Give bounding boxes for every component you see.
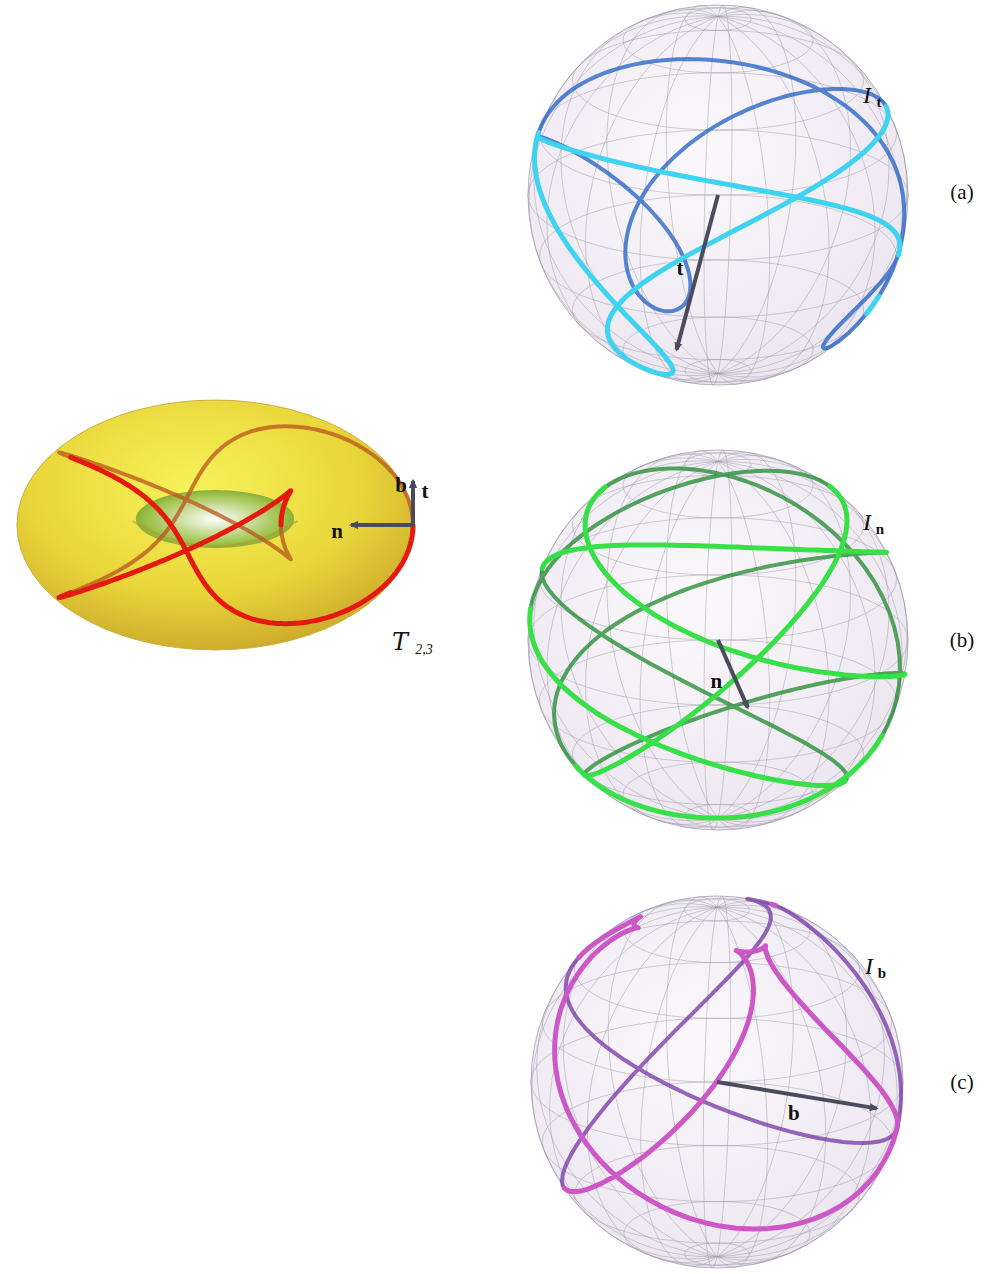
sphere bbox=[528, 450, 908, 830]
torus-knot bbox=[59, 457, 413, 623]
indicatrix-label: I bbox=[865, 954, 873, 978]
sphere-grid bbox=[550, 905, 885, 1259]
indicatrix-curve bbox=[530, 487, 905, 819]
frame-vector-arrow bbox=[718, 640, 748, 708]
knot-subscript: 2,3 bbox=[415, 643, 433, 657]
vector-label: t bbox=[676, 257, 683, 278]
tangent-arrow bbox=[411, 481, 415, 525]
binormal-arrow bbox=[411, 481, 415, 525]
vector-label: n bbox=[331, 521, 343, 542]
indicatrix-curve bbox=[562, 899, 901, 1188]
indicatrix-subscript: t bbox=[877, 95, 882, 110]
indicatrix-curve bbox=[555, 904, 898, 1229]
knot-label: T bbox=[392, 630, 408, 654]
indicatrix-label: I bbox=[863, 83, 871, 107]
sphere-grid bbox=[666, 451, 769, 829]
sphere-grid bbox=[607, 454, 829, 826]
sphere-grid bbox=[531, 1018, 903, 1146]
panel-label: (a) bbox=[950, 182, 973, 203]
indicatrix-label: I bbox=[863, 510, 871, 534]
vector-label: t bbox=[422, 481, 429, 502]
vector-label: b bbox=[788, 1102, 800, 1123]
torus-surface bbox=[17, 400, 413, 650]
torus-knot bbox=[59, 426, 413, 592]
normal-arrow bbox=[351, 523, 413, 527]
vector-label: b bbox=[395, 475, 407, 496]
indicatrix-curve bbox=[537, 59, 904, 348]
panel-label: (c) bbox=[950, 1072, 973, 1093]
indicatrix-subscript: b bbox=[878, 966, 886, 981]
sphere-grid bbox=[529, 17, 907, 374]
frame-vector-arrow bbox=[677, 195, 718, 350]
indicatrix-curve bbox=[535, 107, 900, 375]
indicatrix-subscript: n bbox=[876, 522, 884, 537]
sphere bbox=[531, 896, 903, 1268]
vector-label: n bbox=[711, 671, 723, 692]
panel-label: (b) bbox=[950, 630, 975, 651]
sphere-grid bbox=[547, 14, 889, 375]
sphere-grid bbox=[529, 462, 907, 819]
sphere-grid bbox=[586, 456, 851, 825]
sphere bbox=[528, 5, 908, 385]
